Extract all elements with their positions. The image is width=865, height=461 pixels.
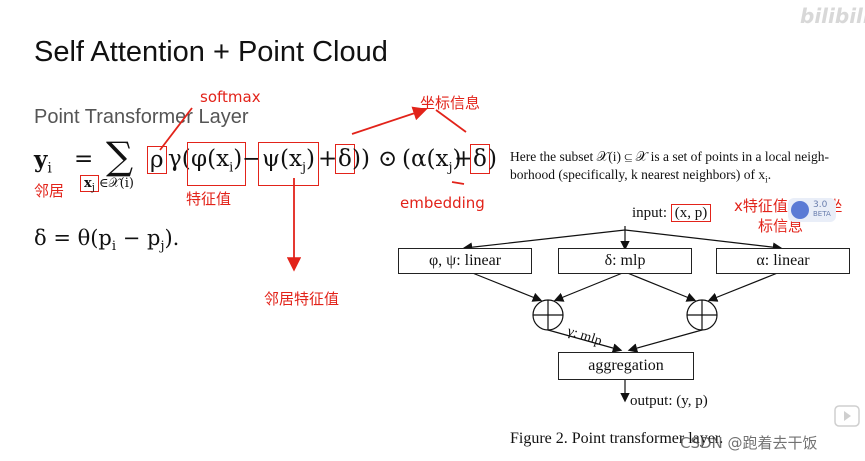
- formula-plus-2: +: [454, 146, 474, 172]
- gamma-mlp-label: γ: mlp: [565, 324, 604, 350]
- box-delta-mlp: δ: mlp: [558, 248, 692, 274]
- formula-odot: ⊙: [378, 146, 398, 172]
- formula-sum-sub: xj∈𝒳(i): [80, 175, 134, 194]
- formula-minus: −: [242, 146, 262, 172]
- csdn-watermark: CSDN @跑着去干饭: [680, 434, 818, 452]
- formula-main: yi = ∑ xj∈𝒳(i) ρ γ( φ(xi) − ψ(xj) + δ ))…: [34, 134, 504, 200]
- bilibili-watermark: bilibili: [800, 4, 865, 28]
- delta-box-2: δ: [470, 144, 490, 174]
- annotation-neighbor-feature: 邻居特征值: [264, 290, 340, 308]
- play-icon: [834, 405, 860, 427]
- rho-box: ρ: [147, 146, 167, 174]
- box-alpha-linear: α: linear: [716, 248, 850, 274]
- formula-final-close: ): [488, 146, 497, 172]
- formula-sum: ∑: [106, 134, 134, 178]
- formula-lhs: yi: [34, 146, 52, 177]
- plus-node-right: [686, 299, 718, 331]
- annotation-softmax: softmax: [200, 88, 261, 106]
- version-badge: 3.0 BETA: [788, 198, 836, 222]
- formula-close-paren: )): [352, 146, 370, 172]
- slide-subtitle: Point Transformer Layer: [34, 106, 249, 128]
- coord-arrow-left: [351, 106, 428, 135]
- diagram-input: input: (x, p): [632, 204, 712, 222]
- formula-plus: +: [318, 146, 338, 172]
- psi-box: ψ(xj): [258, 142, 319, 186]
- annotation-feature-value: 特征值: [186, 190, 232, 208]
- figure-caption: Figure 2. Point transformer layer.: [510, 430, 724, 447]
- annotation-embedding: embedding: [400, 194, 485, 212]
- phi-box: φ(xi): [187, 142, 247, 186]
- diagram-output: output: (y, p): [630, 393, 708, 409]
- box-phi-psi-linear: φ, ψ: linear: [398, 248, 532, 274]
- formula-gamma: γ(: [168, 146, 191, 172]
- figure-description: Here the subset 𝒳(i) ⊆ 𝒳 is a set of poi…: [510, 149, 830, 185]
- annotation-neighbor: 邻居: [34, 182, 65, 200]
- formula-alpha: (α(xj): [402, 146, 462, 176]
- neighbor-x-box: xj: [80, 175, 99, 194]
- plus-node-left: [532, 299, 564, 331]
- badge-icon: [791, 201, 809, 219]
- coord-line-right: [435, 109, 467, 133]
- input-value-box: (x, p): [670, 204, 712, 222]
- annotation-coord-info: 坐标信息: [420, 94, 481, 112]
- box-aggregation: aggregation: [558, 352, 694, 380]
- delta-definition: δ = θ(pi − pj).: [34, 226, 180, 255]
- delta-box-1: δ: [335, 144, 355, 174]
- formula-eq: =: [74, 146, 94, 172]
- slide-title: Self Attention + Point Cloud: [34, 36, 388, 68]
